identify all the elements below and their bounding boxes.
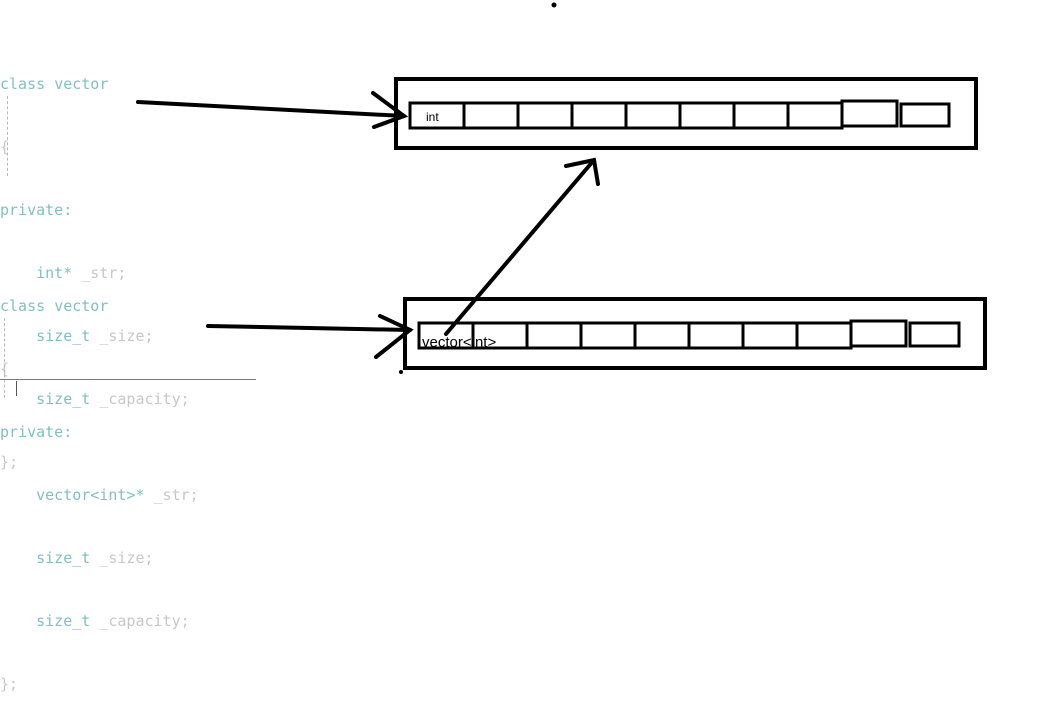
array-cell bbox=[795, 321, 853, 350]
arrow-head bbox=[564, 157, 600, 186]
text-cursor bbox=[16, 381, 17, 396]
code-line-member-size: size_t _size; bbox=[0, 548, 260, 569]
array-cell bbox=[786, 101, 844, 130]
code-line-class: class vector bbox=[0, 296, 260, 317]
cell-type-label: int bbox=[426, 110, 439, 124]
class-name: vector bbox=[54, 75, 109, 93]
pointer-arrow-top bbox=[136, 91, 409, 129]
array-cell bbox=[633, 321, 691, 350]
stray-dot bbox=[399, 370, 403, 374]
code-line-class: class vector bbox=[0, 74, 260, 95]
memory-diagram: int vector<int> bbox=[136, 2, 987, 374]
member-name: _size; bbox=[99, 549, 154, 567]
member-name: _capacity; bbox=[99, 612, 190, 630]
stray-dot bbox=[551, 2, 557, 8]
code-line-member-capacity: size_t _capacity; bbox=[0, 611, 260, 632]
code-line-member-str: int* _str; bbox=[0, 263, 260, 284]
member-name: _capacity; bbox=[99, 390, 190, 408]
indent-guide bbox=[7, 96, 8, 176]
code-line-member-size: size_t _size; bbox=[0, 326, 260, 347]
pointer-arrow-bottom bbox=[206, 314, 414, 359]
cell-type-label: vector<int> bbox=[422, 334, 496, 351]
editor-line-marker bbox=[0, 379, 256, 380]
access-specifier: private: bbox=[0, 423, 73, 441]
open-brace: { bbox=[0, 138, 10, 156]
keyword-class: class bbox=[0, 297, 46, 315]
array-cell bbox=[570, 101, 628, 130]
arrow-shaft bbox=[136, 100, 406, 118]
arrow-shaft bbox=[206, 324, 412, 332]
member-name: _str; bbox=[81, 264, 127, 282]
array-cell bbox=[525, 321, 583, 350]
array-cell bbox=[849, 319, 908, 348]
code-block-int-vector: class vector { private: int* _str; size_… bbox=[0, 32, 260, 494]
array-cell bbox=[899, 102, 951, 128]
indent-guide bbox=[4, 318, 5, 398]
keyword-class: class bbox=[0, 75, 46, 93]
array-cell bbox=[516, 101, 574, 130]
member-type: size_t bbox=[36, 327, 91, 345]
member-type: int* bbox=[36, 264, 73, 282]
array-cell bbox=[678, 101, 736, 130]
member-type: size_t bbox=[36, 612, 91, 630]
arrow-head bbox=[371, 91, 409, 129]
access-specifier: private: bbox=[0, 201, 73, 219]
array-cell bbox=[624, 101, 682, 130]
arrow-head bbox=[374, 314, 414, 359]
array-cell bbox=[908, 321, 961, 348]
array-cell bbox=[462, 101, 520, 130]
array-cell bbox=[579, 321, 637, 350]
code-line-member-capacity: size_t _capacity; bbox=[0, 389, 260, 410]
code-line-private: private: bbox=[0, 422, 260, 443]
code-line-open-brace: { bbox=[0, 137, 260, 158]
member-name: _str; bbox=[153, 486, 199, 504]
element-to-array-arrow bbox=[444, 157, 600, 336]
array-outer-box bbox=[394, 77, 978, 150]
nested-vector-array-container: vector<int> bbox=[403, 297, 987, 370]
member-type: size_t bbox=[36, 390, 91, 408]
code-line-close-brace: }; bbox=[0, 674, 260, 695]
array-cell bbox=[732, 101, 790, 130]
member-type: vector<int>* bbox=[36, 486, 145, 504]
member-name: _size; bbox=[99, 327, 154, 345]
member-type: size_t bbox=[36, 549, 91, 567]
array-cell bbox=[687, 321, 745, 350]
array-cell bbox=[741, 321, 799, 350]
code-line-member-str: vector<int>* _str; bbox=[0, 485, 260, 506]
code-line-private: private: bbox=[0, 200, 260, 221]
int-array-container: int bbox=[394, 77, 978, 150]
class-name: vector bbox=[54, 297, 109, 315]
array-cell bbox=[840, 99, 899, 128]
close-brace: }; bbox=[0, 675, 19, 693]
arrow-shaft bbox=[444, 158, 596, 336]
